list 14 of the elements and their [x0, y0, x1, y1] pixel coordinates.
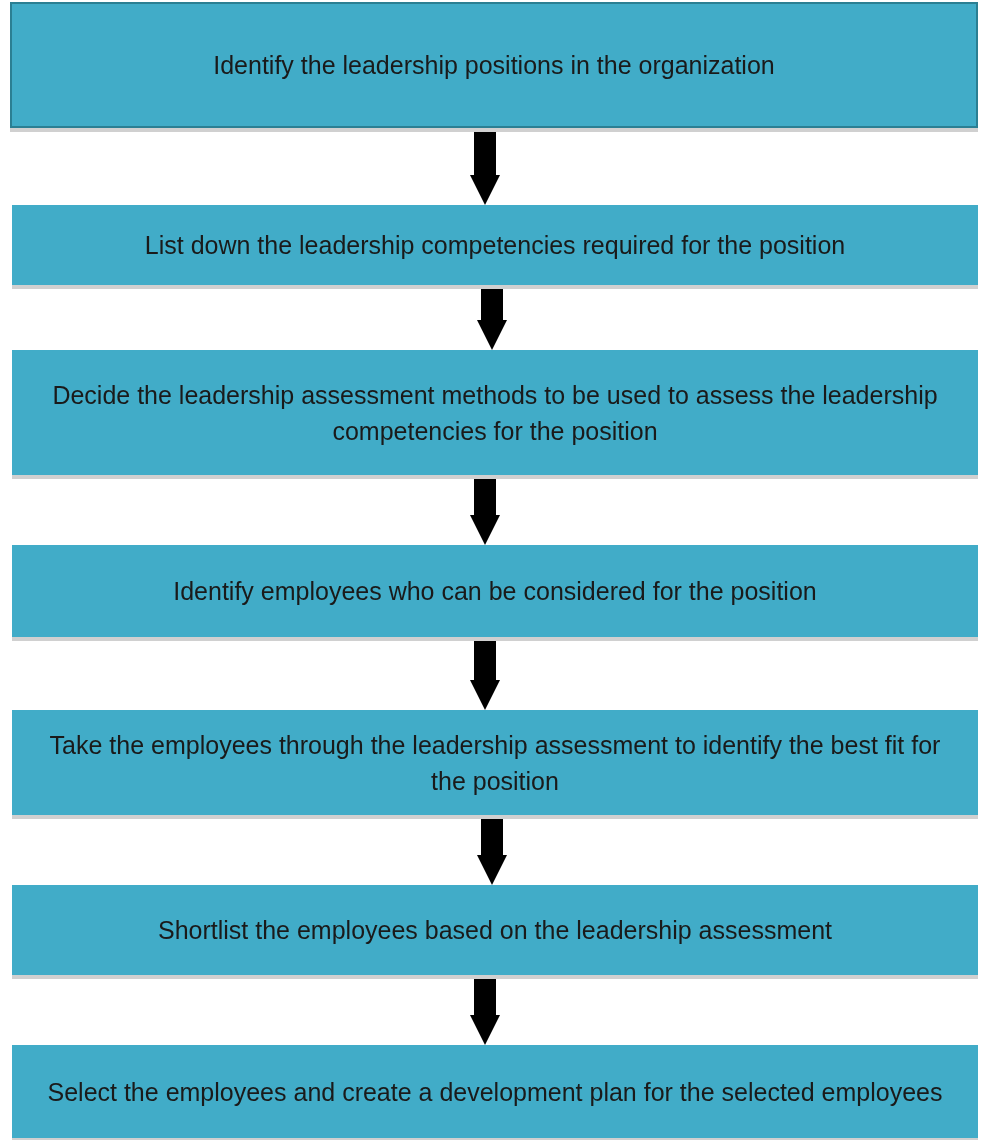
arrow — [477, 287, 507, 350]
step-text: Decide the leadership assessment methods to be used to assess the leadership competencies for the position — [51, 379, 939, 447]
arrow — [477, 817, 507, 885]
step-text: Identify the leadership positions in the organization — [213, 50, 775, 81]
step-text: Shortlist the employees based on the leadership assessment — [158, 915, 832, 946]
step-text: Take the employees through the leadership assessment to identify the best fit for the position — [48, 729, 942, 797]
arrow — [470, 477, 500, 545]
step-text: List down the leadership competencies required for the position — [144, 230, 846, 261]
arrow — [470, 639, 500, 710]
process-box — [12, 1045, 978, 1138]
step-text: Identify employees who can be considered for the position — [173, 576, 817, 607]
arrow — [470, 130, 500, 205]
arrow — [470, 977, 500, 1045]
step-text: Select the employees and create a development plan for the selected employees — [47, 1076, 943, 1108]
